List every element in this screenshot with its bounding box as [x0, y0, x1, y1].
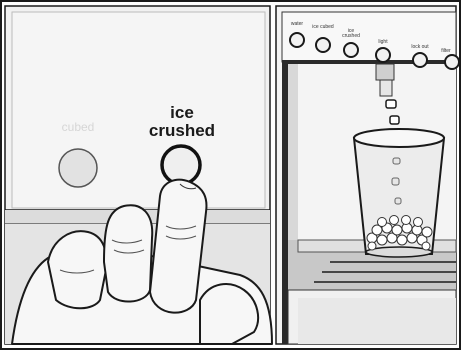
crushed-button-label-line2: crushed — [146, 122, 218, 140]
dispenser-label-filter: filter — [436, 49, 456, 54]
dispenser-label-light: light — [372, 40, 394, 45]
dispenser-label-lock-out: lock out — [409, 45, 431, 50]
dispenser-label-water: water — [286, 22, 308, 27]
crushed-button-label-line1: ice — [146, 104, 218, 122]
dispenser-label-ice-cubed: ice cubed — [312, 25, 334, 30]
cubed-button — [59, 149, 97, 187]
right-dispenser-panel — [276, 6, 459, 344]
crushed-button — [162, 146, 200, 184]
cubed-button-label: cubed — [52, 121, 104, 133]
dispenser-label-ice-crushed: ice crushed — [340, 29, 362, 39]
